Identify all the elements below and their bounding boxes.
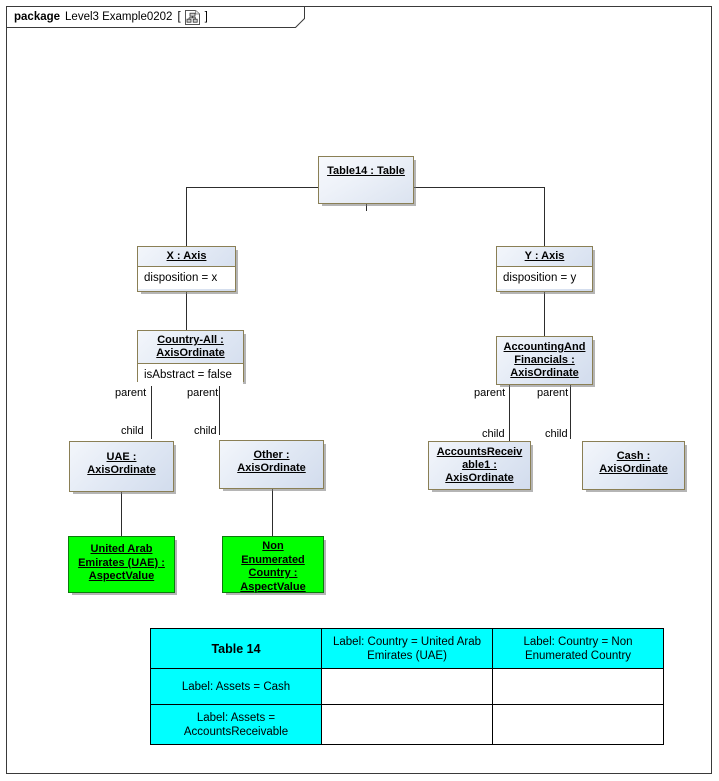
node-uae-aspect-value-title: United Arab Emirates (UAE) : AspectValue	[78, 543, 165, 582]
connector-accounting-to-cash	[570, 385, 571, 439]
edge-label-parent-other: parent	[187, 387, 219, 399]
node-y-axis-attribute: disposition = y	[497, 267, 592, 289]
bracket-open: [	[177, 11, 181, 23]
connector-table14-to-x-v	[186, 187, 187, 247]
node-y-axis[interactable]: Y : Axis disposition = y	[496, 246, 593, 292]
table-cell-r1c1[interactable]	[321, 668, 493, 705]
edge-label-child-uae: child	[121, 425, 144, 437]
node-accounts-receivable1[interactable]: AccountsReceiv able1 : AxisOrdinate	[428, 441, 531, 490]
edge-label-parent-uae: parent	[115, 387, 147, 399]
node-other-title: Other : AxisOrdinate	[237, 449, 306, 474]
table-cell-r1c2[interactable]	[492, 668, 664, 705]
node-country-all-attribute: isAbstract = false	[138, 364, 243, 386]
table-row-header-2: Label: Assets = AccountsReceivable	[150, 704, 322, 745]
table-column-header-1: Label: Country = United Arab Emirates (U…	[321, 628, 493, 669]
node-uae-title: UAE : AxisOrdinate	[87, 451, 156, 476]
package-tab[interactable]: package Level3 Example0202 [ ]	[6, 6, 305, 28]
node-accounting-financials[interactable]: AccountingAnd Financials : AxisOrdinate	[496, 336, 593, 385]
node-country-all-title: Country-All : AxisOrdinate	[138, 331, 243, 364]
connector-table14-to-x-h	[186, 187, 318, 188]
connector-countryall-to-other	[219, 382, 220, 435]
connector-y-to-accounting	[544, 292, 545, 336]
connector-table14-stub	[366, 203, 367, 211]
node-uae[interactable]: UAE : AxisOrdinate	[69, 441, 174, 492]
connector-table14-to-y-v	[544, 187, 545, 247]
node-cash[interactable]: Cash : AxisOrdinate	[582, 441, 685, 490]
node-x-axis-title: X : Axis	[138, 247, 235, 267]
connector-x-to-countryall	[186, 292, 187, 330]
table-cell-r2c2[interactable]	[492, 704, 664, 745]
node-x-axis-attribute: disposition = x	[138, 267, 235, 289]
node-uae-aspect-value[interactable]: United Arab Emirates (UAE) : AspectValue	[68, 536, 175, 593]
edge-label-child-cash: child	[545, 428, 568, 440]
node-other-aspect-value[interactable]: Non Enumerated Country : AspectValue	[222, 536, 324, 593]
edge-label-parent-cash: parent	[537, 387, 569, 399]
connector-countryall-to-uae	[151, 382, 152, 439]
table-row: Label: Assets = Cash	[150, 668, 664, 705]
node-country-all[interactable]: Country-All : AxisOrdinate isAbstract = …	[137, 330, 244, 386]
node-accounting-financials-title: AccountingAnd Financials : AxisOrdinate	[503, 341, 586, 379]
node-table14-title: Table14 : Table	[327, 165, 405, 177]
node-other[interactable]: Other : AxisOrdinate	[219, 440, 324, 489]
node-other-aspect-value-title: Non Enumerated Country : AspectValue	[240, 540, 306, 593]
node-x-axis[interactable]: X : Axis disposition = x	[137, 246, 236, 292]
bracket-close: ]	[204, 11, 208, 23]
edge-label-child-other: child	[194, 425, 217, 437]
connector-uae-to-aspect	[121, 492, 122, 536]
table14-crosstab: Table 14 Label: Country = United Arab Em…	[150, 628, 664, 745]
connector-other-to-aspect	[272, 489, 273, 536]
table-row-header-1: Label: Assets = Cash	[150, 668, 322, 705]
package-tab-mask	[7, 27, 305, 29]
package-diagram-icon	[184, 9, 200, 25]
connector-accounting-to-ar1	[509, 385, 510, 441]
node-accounts-receivable1-title: AccountsReceiv able1 : AxisOrdinate	[436, 446, 523, 484]
table-row: Label: Assets = AccountsReceivable	[150, 704, 664, 745]
table-corner-cell: Table 14	[150, 628, 322, 669]
package-name: Level3 Example0202	[65, 11, 173, 23]
edge-label-parent-ar1: parent	[474, 387, 506, 399]
node-y-axis-title: Y : Axis	[497, 247, 592, 267]
package-keyword: package	[14, 11, 61, 23]
node-cash-title: Cash : AxisOrdinate	[599, 450, 668, 475]
table-column-header-2: Label: Country = Non Enumerated Country	[492, 628, 664, 669]
package-tab-corner	[295, 18, 305, 28]
node-table14[interactable]: Table14 : Table	[318, 156, 414, 204]
table-header-row: Table 14 Label: Country = United Arab Em…	[150, 628, 664, 669]
table-cell-r2c1[interactable]	[321, 704, 493, 745]
connector-table14-to-y-h	[414, 187, 544, 188]
edge-label-child-ar1: child	[482, 428, 505, 440]
